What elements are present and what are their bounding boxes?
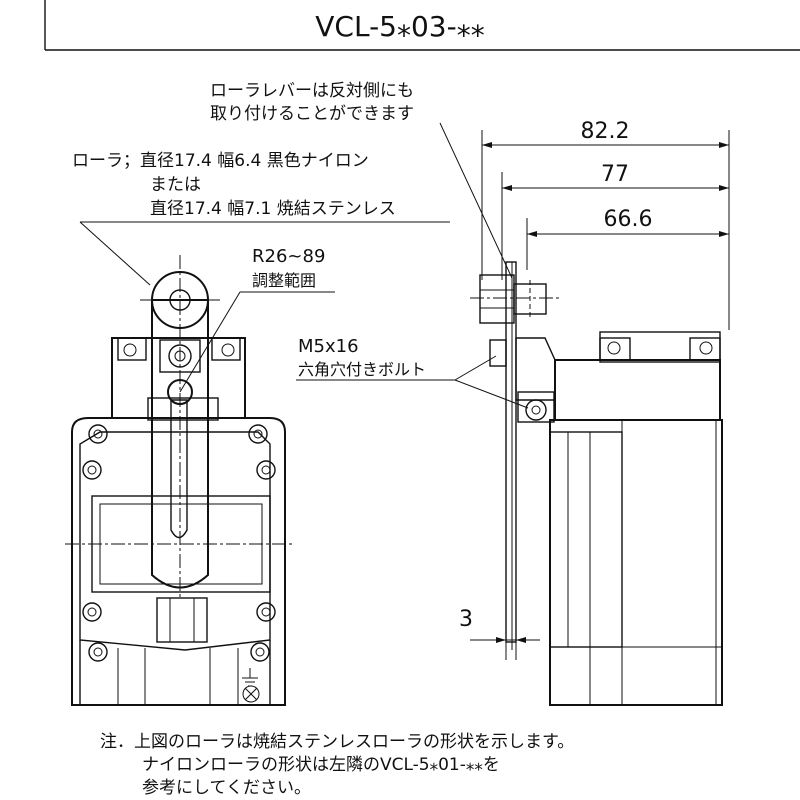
side-lever-hub	[515, 337, 556, 401]
front-screws	[82, 343, 276, 662]
side-hex-bolt	[489, 339, 507, 367]
roller-lever-note-line-1: ローラレバーは反対側にも	[210, 81, 414, 101]
dim-overall-label: 82.2	[581, 119, 630, 144]
front-head-top-left	[117, 337, 147, 361]
lever-arm	[151, 299, 209, 589]
bolt-leader-1	[454, 355, 497, 381]
radius-caption: 調整範囲	[252, 271, 316, 290]
page-title: VCL-5⁎03-⁎⁎	[315, 10, 484, 43]
roller-spec-line-1: ローラ；直径17.4 幅6.4 黒色ナイロン	[72, 151, 369, 171]
lever-note-leader	[439, 122, 513, 279]
front-view	[65, 221, 450, 706]
side-view	[470, 130, 730, 706]
dim-inner-label: 66.6	[604, 207, 653, 232]
side-head-housing	[554, 359, 721, 421]
bolt-leader-2	[454, 379, 529, 409]
footer-note-line-1: 注．上図のローラは焼結ステンレスローラの形状を示します。	[100, 732, 574, 752]
side-pivot-bolt	[525, 399, 547, 421]
front-head-top-right	[211, 337, 241, 361]
side-lever-plate	[505, 261, 517, 643]
side-cover	[549, 431, 623, 648]
roller-spec-line-3: 直径17.4 幅7.1 焼結ステンレス	[150, 199, 396, 219]
lever-boss	[147, 397, 219, 421]
dim-middle-label: 77	[601, 162, 629, 187]
dim-offset-label: 3	[459, 607, 473, 632]
ground-icon	[242, 668, 260, 703]
side-body	[549, 419, 723, 706]
radius-value: R26~89	[252, 246, 325, 267]
radius-arrow	[179, 291, 241, 393]
roller-lever-note-line-2: 取り付けることができます	[210, 104, 414, 124]
bolt-caption-label: 六角穴付きボルト	[298, 360, 426, 379]
front-body-inner	[79, 431, 271, 651]
roller-spec-line-2: または	[150, 175, 201, 195]
footer-note-line-3: 参考にしてください。	[142, 778, 311, 798]
footer-note-line-2: ナイロンローラの形状は左隣のVCL-5⁎01-⁎⁎を	[142, 755, 500, 775]
roller-leader	[79, 221, 151, 286]
front-body-outline	[71, 417, 286, 706]
side-roller	[479, 274, 515, 324]
front-label-plate	[156, 597, 208, 643]
front-head-housing	[111, 337, 246, 419]
bolt-size-label: M5x16	[298, 336, 359, 357]
